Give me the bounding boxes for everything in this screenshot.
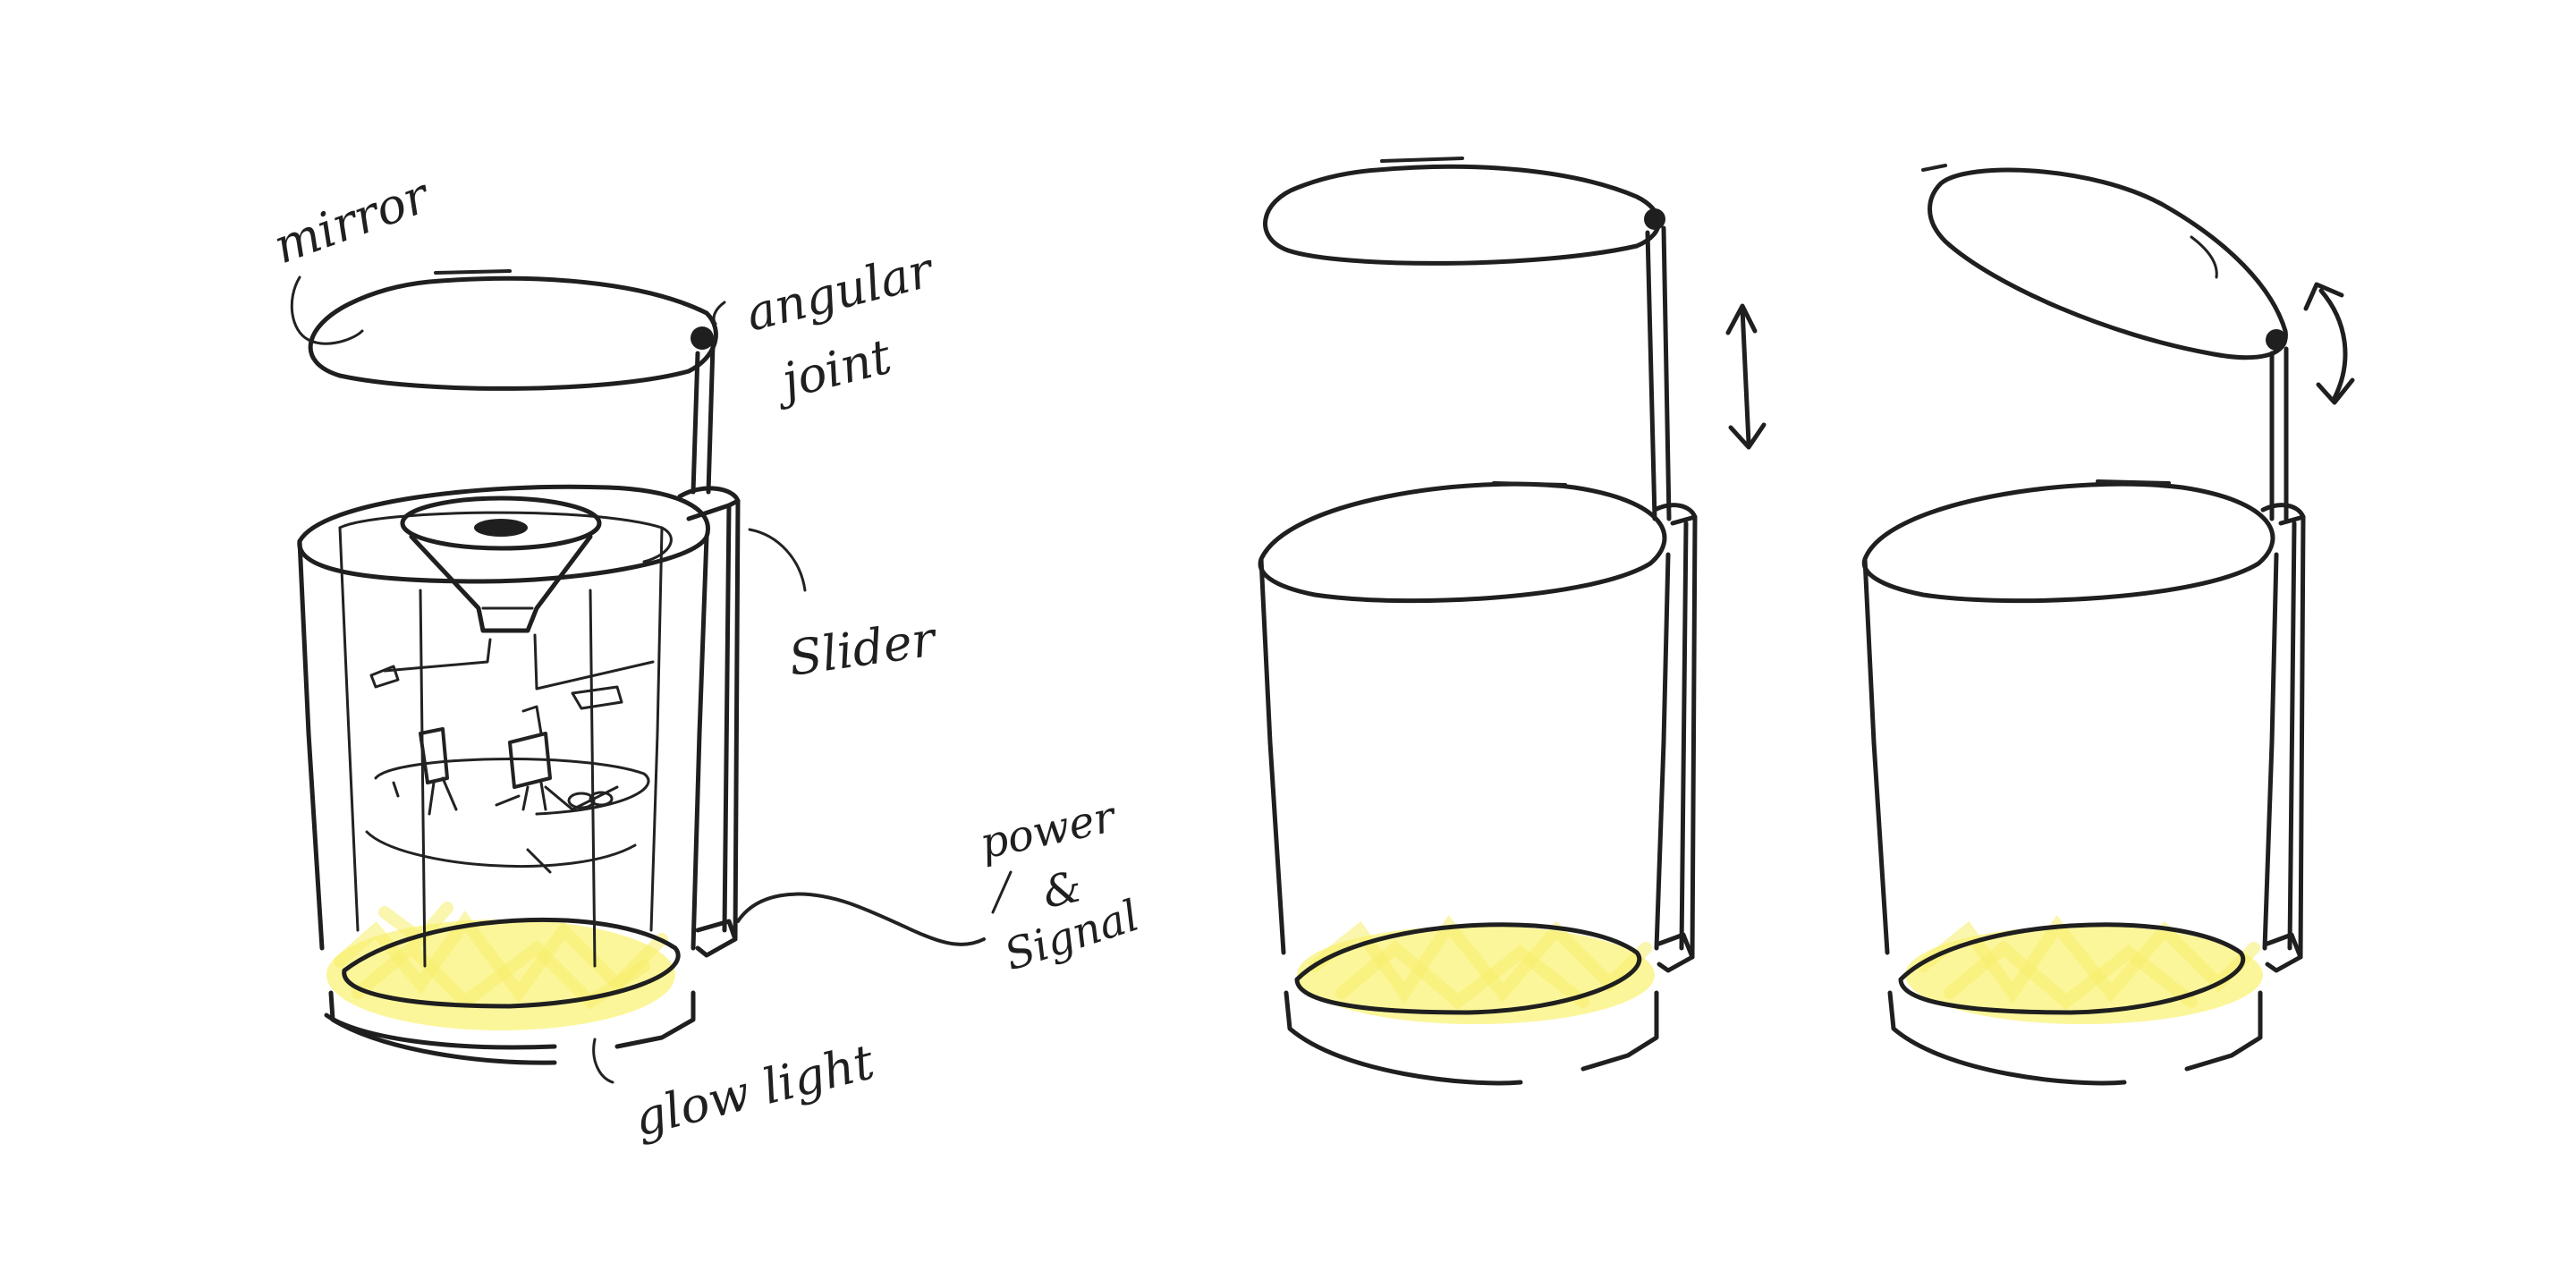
label-glow-light: glow light [629,1033,880,1147]
label-slider: Slider [785,610,941,687]
reflector-left [402,498,599,631]
power-cable [738,894,984,945]
label-joint: joint [767,328,897,411]
vertical-arrow [1742,309,1749,443]
glow-light-middle [1297,926,1655,1024]
device-slider-raised [1260,158,1764,1083]
device-mirror-tilted [1864,165,2352,1083]
internal-electronics-left [367,590,653,966]
label-mirror: mirror [267,166,438,275]
angular-joint-left [691,326,714,350]
label-angular: angular [741,242,941,343]
slider-left [680,488,738,955]
mirror-ellipse-left [310,278,716,388]
label-power: power [976,792,1122,869]
rotation-arrow [2321,291,2345,398]
glow-light-right [1905,926,2263,1024]
